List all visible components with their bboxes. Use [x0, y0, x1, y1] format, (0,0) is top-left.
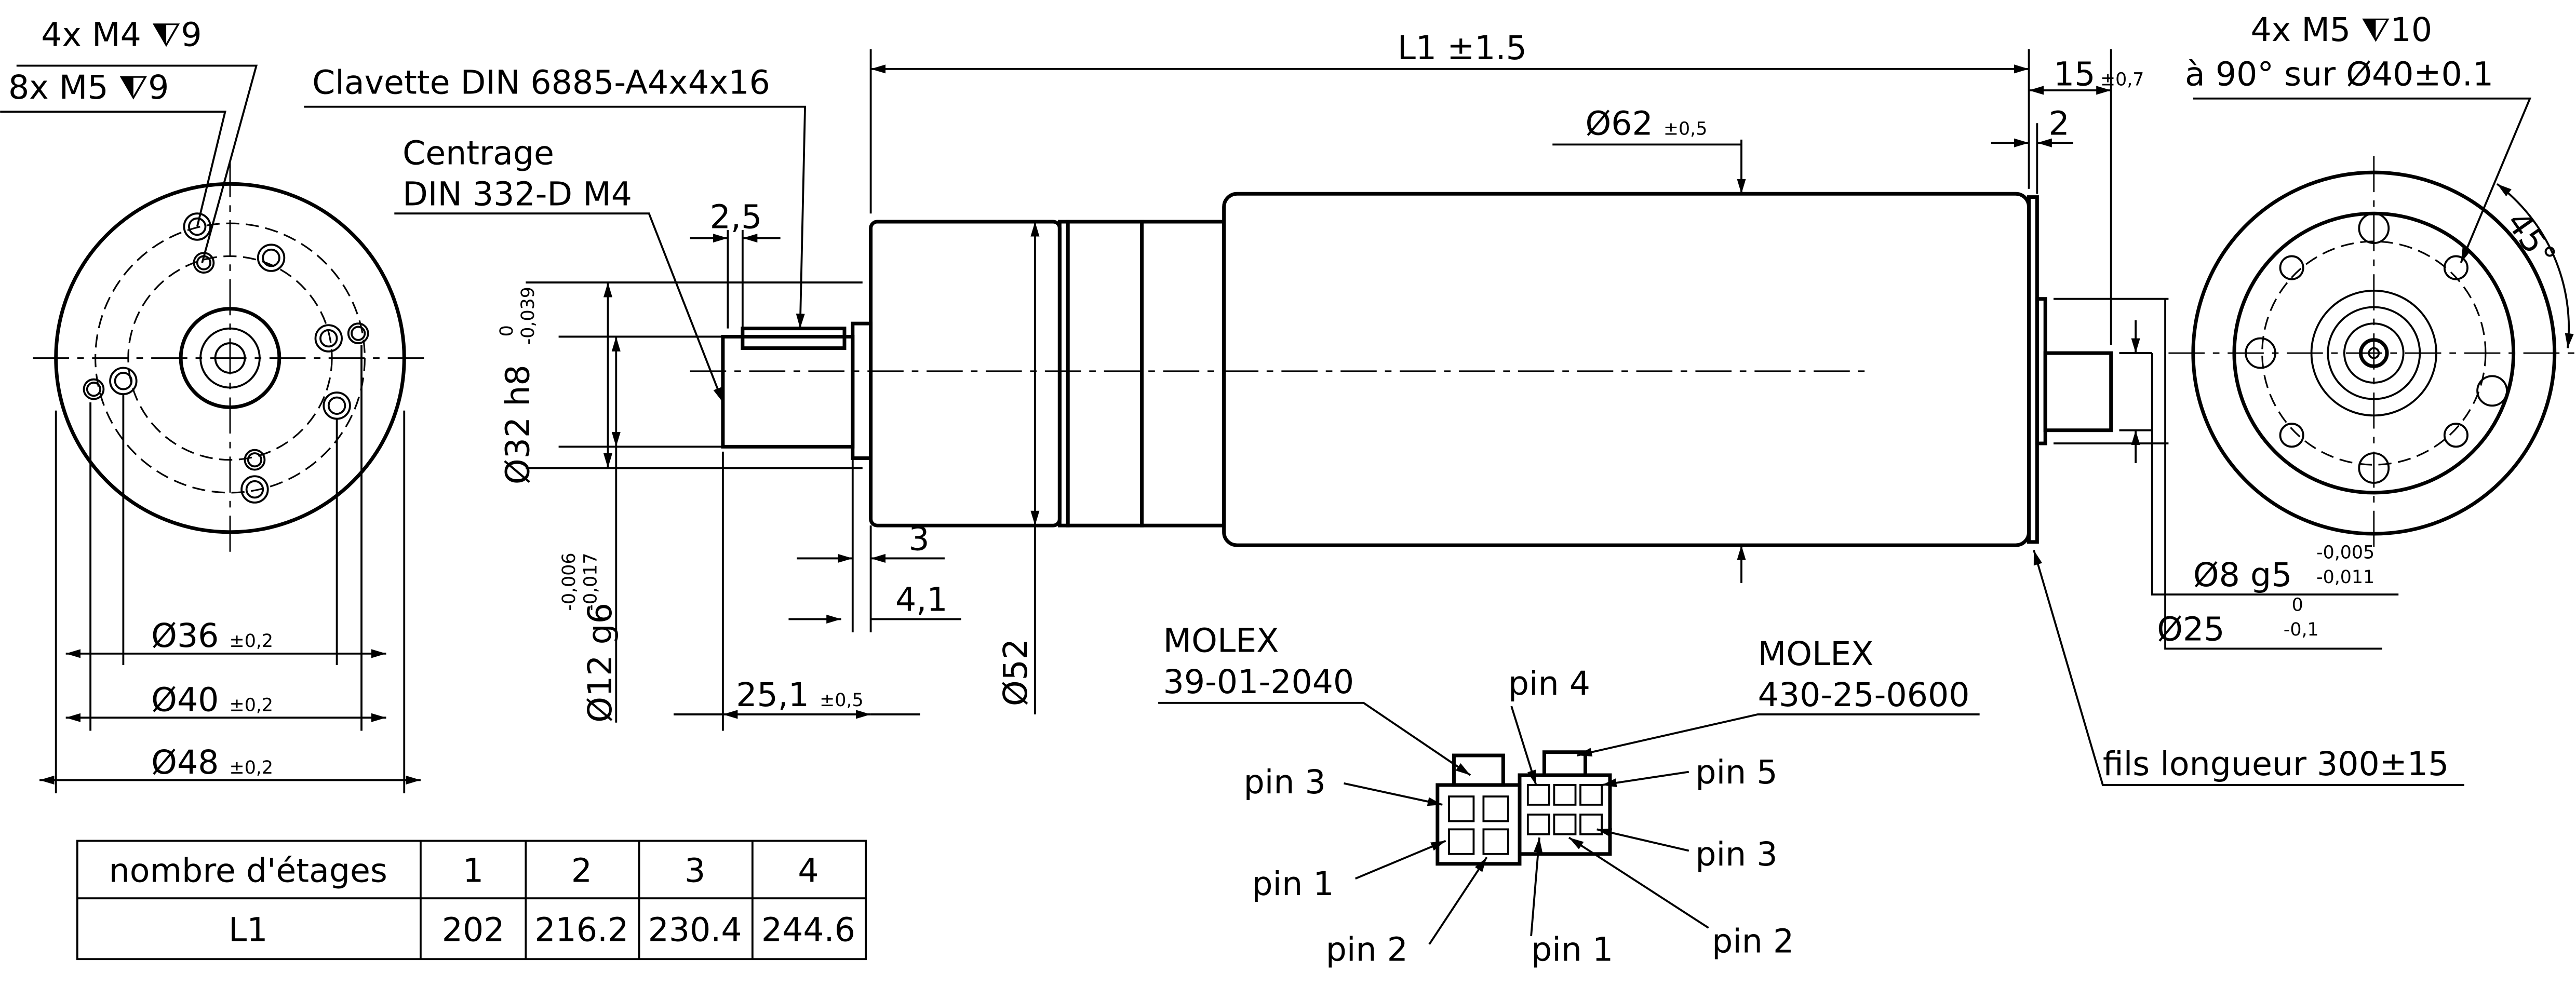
- dim-d62: Ø62 ±0,5: [1586, 104, 1708, 142]
- label-pin1-right: pin 1: [1531, 930, 1613, 968]
- dim-2-5: 2,5: [710, 198, 762, 236]
- label-centering-1: Centrage: [403, 133, 554, 172]
- label-pin3-right: pin 3: [1695, 835, 1777, 873]
- label-pin3-left: pin 3: [1244, 763, 1326, 801]
- dim-d48: Ø48 ±0,2: [151, 743, 273, 781]
- table-header-stages: nombre d'étages: [109, 851, 387, 890]
- label-molex-2-part: 430-25-0600: [1758, 675, 1970, 714]
- dim-4-1: 4,1: [895, 580, 948, 619]
- label-centering-2: DIN 332-D M4: [403, 174, 632, 213]
- dim-d36: Ø36 ±0,2: [151, 616, 273, 655]
- dim-d8-tol-up: -0,005: [2316, 542, 2374, 563]
- table-header: 1: [463, 851, 484, 890]
- table-cell: 202: [442, 910, 505, 949]
- label-8x-m5: 8x M5 ⧨9: [8, 68, 169, 106]
- label-4x-m5: 4x M5 ⧨10: [2251, 10, 2433, 49]
- mounting-holes: [83, 212, 369, 504]
- table-cell: 216.2: [534, 910, 628, 949]
- dim-d40: Ø40 ±0,2: [151, 681, 273, 719]
- label-molex-2: MOLEX: [1758, 634, 1874, 673]
- dim-d32-tol-lo: -0,039: [518, 287, 539, 345]
- dim-d8-tol-lo: -0,011: [2316, 567, 2374, 588]
- connectors: MOLEX 39-01-2040 MOLEX 430-25-0600 pin 3…: [1158, 621, 1980, 968]
- dim-d12-tol-lo: -0,017: [580, 553, 601, 611]
- label-key: Clavette DIN 6885-A4x4x16: [312, 63, 770, 101]
- label-pin2-right: pin 2: [1712, 922, 1794, 961]
- dim-d25-tol-lo: -0,1: [2284, 619, 2319, 640]
- dim-d32: Ø32 h8: [499, 364, 537, 484]
- dim-d12-tol-up: -0,006: [559, 553, 580, 611]
- dim-15: 15±0,7: [2054, 55, 2144, 93]
- table-header: 4: [798, 851, 819, 890]
- table-cell: 230.4: [648, 910, 742, 949]
- motor-side-view: L1 ±1.5 15±0,7 2 Ø62 ±0,5 Ø52 Clavette D…: [304, 29, 2464, 786]
- label-pin2-left: pin 2: [1326, 930, 1408, 968]
- table-header: 3: [685, 851, 705, 890]
- label-90-deg: à 90° sur Ø40±0.1: [2185, 55, 2493, 93]
- label-pin1-left: pin 1: [1252, 864, 1334, 903]
- table-row-label: L1: [229, 910, 267, 949]
- table-header: 2: [571, 851, 592, 890]
- table-cell: 244.6: [761, 910, 855, 949]
- dim-45-deg: 45°: [2499, 204, 2564, 274]
- left-end-view: 4x M4 ⧨9 8x M5 ⧨9 Ø36 ±0,2 Ø40 ±0,2 Ø48 …: [0, 16, 427, 793]
- dim-d32-tol-up: 0: [497, 325, 517, 336]
- right-end-view: 4x M5 ⧨10 à 90° sur Ø40±0.1 45°: [2168, 10, 2576, 550]
- label-4x-m4: 4x M4 ⧨9: [41, 16, 202, 54]
- dim-l1: L1 ±1.5: [1398, 29, 1527, 67]
- label-pin5: pin 5: [1695, 753, 1777, 791]
- label-wires: fils longueur 300±15: [2103, 745, 2449, 783]
- dim-25-1: 25,1 ±0,5: [736, 675, 863, 714]
- label-molex-1: MOLEX: [1163, 621, 1279, 660]
- label-molex-1-part: 39-01-2040: [1163, 662, 1354, 701]
- dim-2: 2: [2048, 104, 2069, 142]
- mounting-holes: [2245, 212, 2508, 484]
- dim-3: 3: [908, 520, 929, 558]
- dim-d25-tol-up: 0: [2292, 595, 2303, 616]
- label-pin4: pin 4: [1508, 664, 1590, 702]
- stages-table: nombre d'étages 1 2 3 4 L1 202 216.2 230…: [76, 840, 867, 961]
- dim-d52: Ø52: [996, 639, 1035, 706]
- dim-d8: Ø8 g5: [2193, 556, 2292, 594]
- dim-d25: Ø25: [2157, 610, 2224, 648]
- dim-d12: Ø12 g6: [581, 603, 619, 723]
